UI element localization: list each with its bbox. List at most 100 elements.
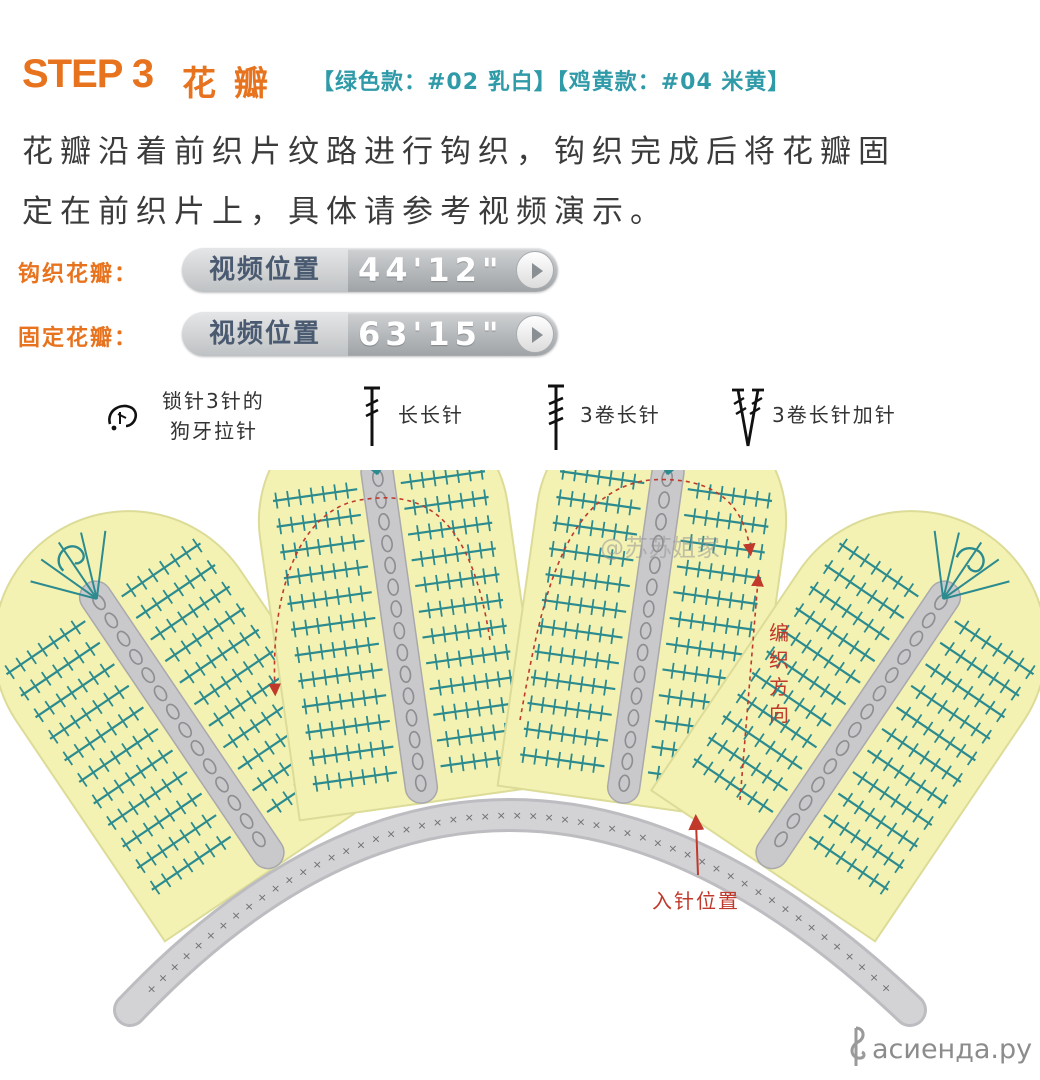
stitch-tick (988, 671, 999, 686)
stitch-tick (249, 719, 261, 734)
picot-mark (57, 545, 85, 572)
play-icon[interactable] (516, 251, 554, 289)
stitch-tick (689, 612, 694, 630)
stitch-row (407, 521, 493, 536)
stitch-tick (63, 656, 74, 672)
stitch-tick (700, 535, 705, 552)
chain-stitch-mark (141, 667, 156, 684)
stitch-tick (728, 747, 740, 762)
stitch-tick (471, 491, 476, 508)
picot-mark (955, 547, 985, 573)
stitch-tick (739, 754, 751, 769)
stitch-tick (343, 640, 348, 657)
fan-stitch (30, 580, 98, 600)
band-x-mark: × (417, 819, 426, 832)
stitch-tick (557, 489, 562, 506)
stitch-tick (271, 704, 283, 719)
stitch-tick (473, 674, 478, 691)
stitch-tick (408, 473, 413, 490)
chain-stitch-mark (227, 794, 242, 811)
video-position-button[interactable]: 视频位置 44'12" (182, 248, 558, 292)
fan-stitch (95, 530, 107, 599)
stitch-tick (608, 470, 613, 487)
stitch-tick (911, 714, 923, 729)
stitch-tick (224, 610, 236, 625)
stitch-tick (842, 792, 854, 808)
chain-stitch-mark (378, 513, 390, 531)
stitch-row (64, 706, 145, 762)
stitch-tick (420, 471, 425, 489)
chain-stitch-mark (239, 813, 254, 830)
stitch-row (866, 749, 947, 805)
stitch-tick (746, 696, 758, 711)
stitch-tick (77, 772, 88, 788)
stitch-tick (808, 675, 820, 691)
stitch-tick (146, 851, 157, 866)
description-line-2: 定在前织片上，具体请参考视频演示。 (22, 194, 668, 230)
stitch-tick (762, 518, 767, 535)
stitch-tick (91, 794, 103, 809)
stitch-tick (235, 603, 247, 618)
stitch-tick (26, 650, 37, 665)
stitch-tick (897, 735, 908, 750)
stitch-tick (206, 559, 218, 575)
video-position-button[interactable]: 视频位置 63'15" (182, 312, 558, 356)
stitch-row (669, 616, 755, 631)
stitch-tick (536, 643, 541, 660)
stitch-tick (459, 492, 464, 509)
stitch-tick (310, 749, 315, 767)
stitch-tick (674, 637, 679, 654)
band-x-mark: × (285, 874, 294, 887)
stitch-tick (532, 669, 537, 686)
stitch-tick (495, 750, 500, 767)
stitch-tick (48, 635, 59, 650)
stitch-tick (311, 671, 316, 688)
stitch-tick (41, 671, 52, 686)
stitch-row (795, 607, 876, 663)
stitch-row (676, 565, 762, 580)
stitch-tick (297, 489, 302, 506)
stitch-tick (153, 815, 165, 830)
stitch-tick (586, 624, 591, 641)
stitch-tick (220, 675, 232, 691)
stitch-row (272, 488, 358, 503)
stitch-tick (922, 721, 934, 736)
play-icon[interactable] (516, 315, 554, 353)
stitch-tick (940, 670, 952, 686)
stitch-tick (430, 628, 435, 645)
stitch-row (93, 749, 174, 805)
stitch-row (925, 663, 1006, 719)
stitch-tick (551, 619, 556, 636)
stitch-tick (944, 736, 956, 751)
stitch-tick (135, 764, 147, 779)
stitch-tick (540, 697, 545, 714)
stitch-tick (757, 704, 769, 719)
stitch-tick (359, 585, 364, 602)
stitch-tick (583, 650, 588, 667)
stitch-row (301, 694, 387, 709)
stitch-tick (114, 685, 125, 700)
stitch-tick (227, 733, 239, 749)
stitch-row (298, 668, 383, 683)
stitch-tick (564, 700, 569, 717)
stitch-tick (489, 619, 494, 636)
stitch-tick (835, 850, 847, 866)
stitch-tick (552, 698, 557, 715)
band-x-mark: × (767, 894, 776, 907)
stitch-row (520, 753, 605, 768)
stitch-tick (555, 594, 560, 611)
stitch-tick (605, 574, 610, 592)
stitch-tick (578, 597, 583, 614)
chain-stitch-mark (624, 730, 637, 749)
stitch-row (530, 676, 616, 691)
stitch-tick (544, 671, 549, 688)
stitch-tick (166, 618, 177, 633)
stitch-row (708, 736, 789, 792)
stitch-tick (591, 677, 596, 695)
stitch-tick (521, 746, 526, 763)
stitch-tick (59, 722, 70, 737)
fan-stitch (40, 558, 98, 600)
stitch-tick (110, 750, 121, 765)
stitch-tick (347, 587, 352, 604)
stitch-tick (462, 597, 467, 614)
